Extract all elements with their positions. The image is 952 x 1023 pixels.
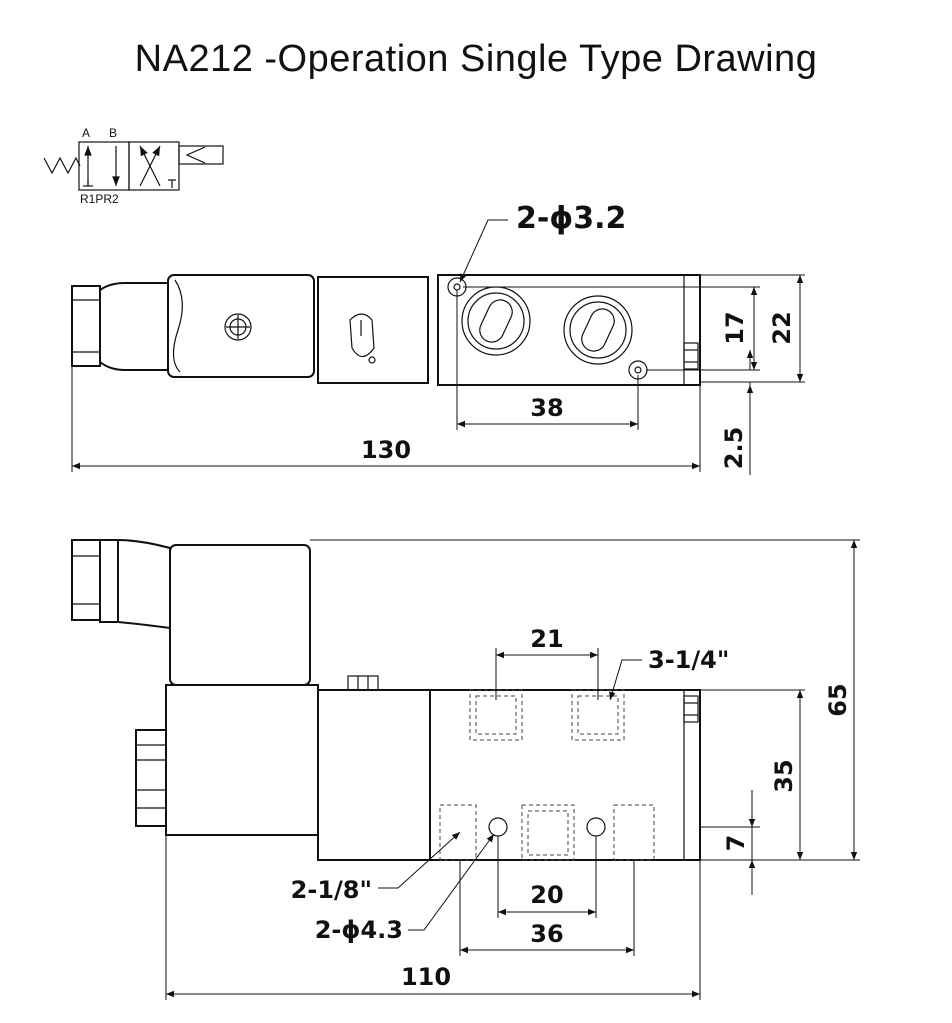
spring-icon bbox=[43, 156, 81, 175]
side-dim-port-spacing-bottom: 20 bbox=[530, 881, 563, 909]
side-pilot-block bbox=[317, 689, 431, 861]
top-hole-callout: 2-ϕ3.2 bbox=[516, 201, 626, 236]
side-dim-hole-spacing: 36 bbox=[530, 920, 563, 948]
side-dim-overall-height: 65 bbox=[824, 683, 852, 716]
port-hidden-icon bbox=[439, 804, 477, 861]
top-dim-hole-spacing: 38 bbox=[530, 394, 563, 422]
coil-screw-icon bbox=[224, 313, 252, 341]
side-coil-head bbox=[169, 544, 311, 686]
symbol-exhaust-ports: R1PR2 bbox=[80, 192, 119, 206]
solenoid-icon bbox=[178, 145, 224, 165]
drawing-title: NA212 -Operation Single Type Drawing bbox=[134, 38, 818, 80]
port-hidden-icon bbox=[521, 804, 575, 861]
valve-symbol: A B R1PR2 bbox=[43, 126, 224, 206]
side-dim-body-length: 110 bbox=[401, 963, 451, 991]
side-dim-body-height: 35 bbox=[770, 759, 798, 792]
side-view: 21 3-1/4" 2-1/8" 2-ϕ4.3 20 36 110 bbox=[71, 538, 860, 1000]
top-dim-body-height: 22 bbox=[768, 311, 796, 344]
coil-body bbox=[167, 274, 315, 378]
symbol-port-b: B bbox=[109, 126, 117, 140]
symbol-box-left bbox=[78, 141, 130, 191]
manual-override-icon bbox=[349, 313, 375, 358]
end-cap-tab bbox=[683, 342, 699, 370]
top-dim-overall-length: 130 bbox=[361, 436, 411, 464]
side-hole-callout: 2-ϕ4.3 bbox=[315, 916, 403, 944]
top-dim-base-offset: 2.5 bbox=[720, 427, 748, 470]
port-hidden-icon bbox=[469, 689, 523, 741]
side-dim-port-spacing-top: 21 bbox=[530, 625, 563, 653]
symbol-box-right bbox=[128, 141, 180, 191]
top-dim-hole-offset: 17 bbox=[721, 311, 749, 344]
valve-body-top bbox=[437, 274, 701, 386]
connector-nut bbox=[71, 285, 101, 367]
side-manual-button bbox=[347, 675, 379, 691]
side-connector-nut bbox=[71, 539, 101, 621]
port-b-icon bbox=[563, 295, 633, 365]
side-port-callout-bottom: 2-1/8" bbox=[291, 876, 372, 904]
side-port-callout-top: 3-1/4" bbox=[648, 646, 729, 674]
side-dim-port-height: 7 bbox=[722, 835, 750, 852]
side-coil-body bbox=[165, 684, 319, 836]
port-hidden-icon bbox=[571, 689, 625, 741]
top-view: 2-ϕ3.2 38 130 17 22 2.5 bbox=[71, 201, 805, 475]
symbol-port-a: A bbox=[82, 126, 90, 140]
side-connector-grip bbox=[135, 729, 167, 827]
